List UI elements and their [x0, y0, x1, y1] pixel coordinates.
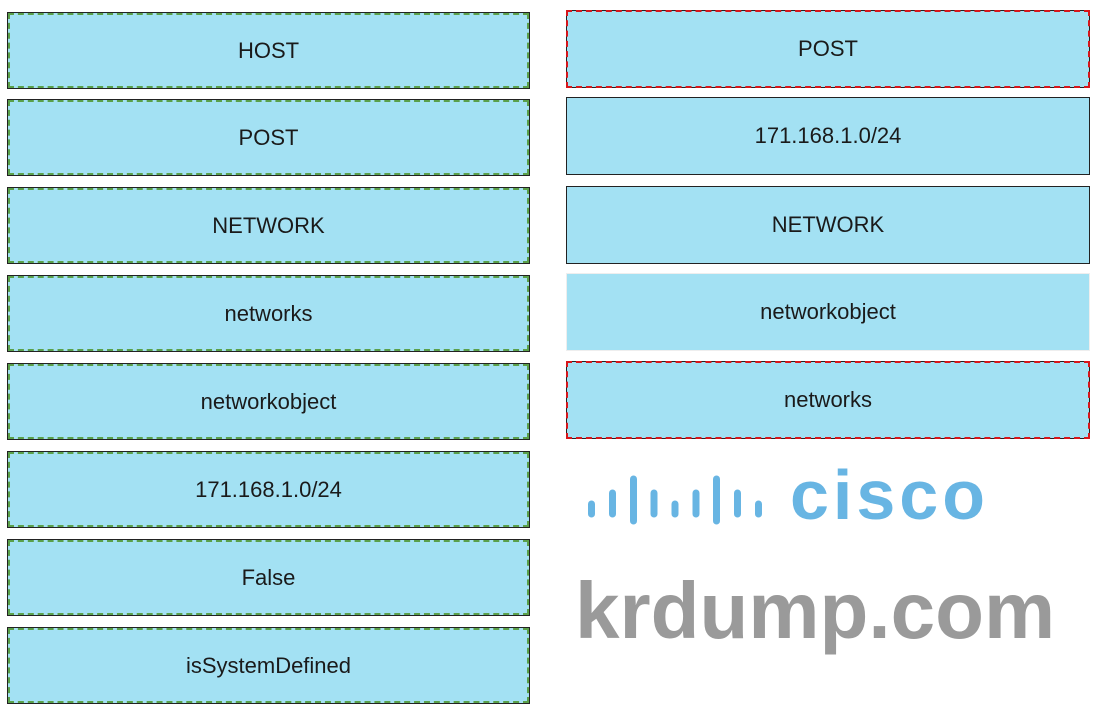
- cisco-watermark: cisco: [790, 456, 989, 534]
- cisco-logo-bars-icon: [588, 475, 762, 525]
- answer-slot-4[interactable]: networkobject: [566, 273, 1090, 351]
- option-host[interactable]: HOST: [7, 12, 530, 89]
- answer-slot-5[interactable]: networks: [566, 361, 1090, 439]
- option-post[interactable]: POST: [7, 99, 530, 176]
- option-issystemdefined[interactable]: isSystemDefined: [7, 627, 530, 704]
- answer-slot-1[interactable]: POST: [566, 10, 1090, 88]
- option-networks[interactable]: networks: [7, 275, 530, 352]
- answer-slot-2[interactable]: 171.168.1.0/24: [566, 97, 1090, 175]
- site-watermark: krdump.com: [575, 566, 1056, 655]
- option-network[interactable]: NETWORK: [7, 187, 530, 264]
- option-false[interactable]: False: [7, 539, 530, 616]
- answer-slot-3[interactable]: NETWORK: [566, 186, 1090, 264]
- option-networkobject[interactable]: networkobject: [7, 363, 530, 440]
- option-subnet[interactable]: 171.168.1.0/24: [7, 451, 530, 528]
